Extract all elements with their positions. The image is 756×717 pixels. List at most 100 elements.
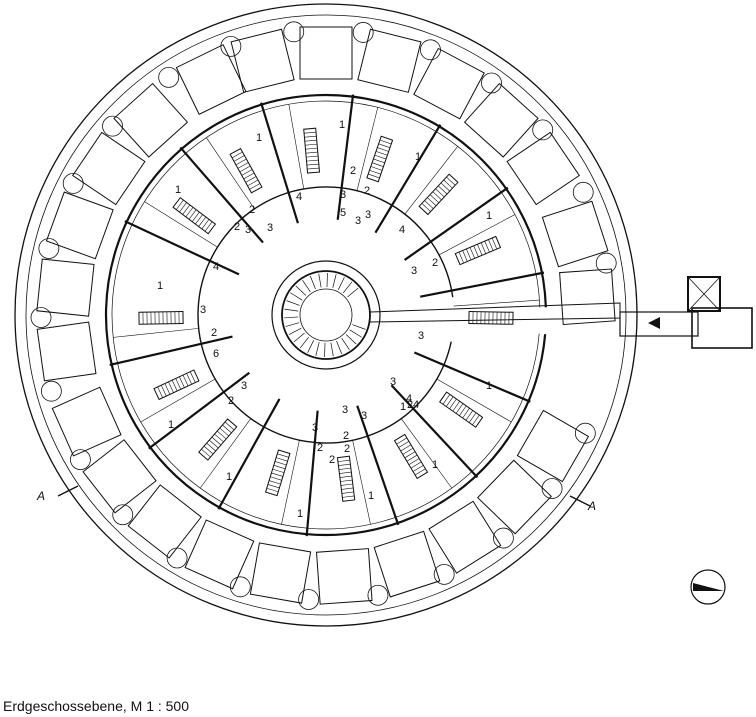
tree-icon	[158, 66, 180, 88]
parking-bay	[113, 82, 189, 158]
room-number-label: 3	[355, 215, 361, 227]
party-wall	[109, 335, 233, 367]
room-number-label: 3	[241, 380, 247, 392]
staircase-outline	[153, 369, 200, 401]
room-number-label: 2	[249, 204, 255, 216]
room-number-label: 2	[234, 221, 240, 233]
room-number-label: 1	[157, 280, 163, 292]
courtyard-ring-outer	[271, 260, 381, 370]
parking-spaces	[36, 26, 616, 605]
room-number-label: 1	[432, 459, 438, 471]
party-wall	[413, 351, 531, 403]
parking-bay	[559, 268, 616, 326]
party-wall	[336, 94, 355, 220]
staircase-outline	[468, 310, 514, 325]
entrance-ramp	[369, 302, 621, 323]
north-arrow-needle	[693, 583, 724, 591]
stair-tread	[472, 414, 480, 426]
room-number-label: 1	[486, 380, 492, 392]
section-line-right	[569, 495, 591, 507]
stair-tread	[160, 385, 167, 397]
parking-bay-outline	[357, 28, 422, 93]
stair-tread	[239, 165, 251, 173]
parking-bay	[357, 28, 422, 93]
spiral-tread	[295, 285, 307, 296]
stair-tread	[375, 151, 388, 156]
room-number-label: 3	[312, 422, 318, 434]
stair-tread	[477, 244, 483, 256]
stair-tread	[235, 158, 247, 166]
parking-bay-outline	[476, 459, 552, 535]
stair-tread	[222, 424, 232, 434]
tree-icon	[572, 181, 594, 203]
stair-tread	[412, 465, 424, 472]
stair-tread	[338, 467, 351, 470]
room-number-label: 3	[411, 265, 417, 277]
party-wall	[179, 146, 264, 244]
parking-bay-outline	[113, 82, 189, 158]
stair-tread	[421, 203, 431, 212]
entrance-ramp	[369, 276, 753, 349]
stair-tread	[206, 442, 216, 452]
stair-tread	[219, 427, 230, 437]
stair-tread	[484, 240, 490, 253]
stair-tread	[182, 374, 189, 387]
stair-tread	[462, 250, 468, 262]
stair-tread	[369, 169, 381, 175]
parking-bay-outline	[428, 500, 502, 574]
stair-tread	[338, 463, 351, 466]
spiral-tread	[341, 338, 350, 351]
parking-bay-outline	[315, 548, 373, 605]
stair-tread	[368, 173, 380, 179]
staircase	[418, 173, 459, 216]
room-number-label: 6	[213, 348, 219, 360]
interior-wall	[400, 418, 453, 489]
room-number-label: 1	[486, 210, 492, 222]
spiral-tread	[284, 308, 299, 312]
stair-tread	[245, 176, 257, 183]
site-boundary-outer	[14, 3, 638, 627]
spiral-tread	[332, 274, 337, 288]
tree-icon	[433, 563, 455, 585]
staircase-outline	[393, 433, 429, 480]
stair-tread	[342, 495, 355, 498]
room-number-label: 3	[245, 224, 251, 236]
spiral-tread	[284, 316, 299, 319]
room-number-label: 2	[432, 257, 438, 269]
stair-tread	[304, 139, 317, 142]
interior-wall	[352, 440, 371, 525]
stair-tread	[191, 211, 200, 222]
party-wall	[305, 410, 319, 537]
stair-tread	[231, 151, 243, 159]
stair-tread	[276, 457, 288, 462]
outer-ring-wall	[104, 93, 547, 537]
room-number-label: 3	[365, 209, 371, 221]
tree-icon	[70, 449, 91, 471]
spiral-tread	[337, 277, 345, 290]
stair-tread	[373, 158, 385, 164]
tree-icon	[574, 422, 596, 444]
party-wall	[404, 186, 509, 261]
parking-bay-outline	[559, 268, 616, 326]
room-number-label: 1	[226, 471, 232, 483]
stair-tread	[157, 386, 163, 398]
staircase	[264, 449, 291, 497]
stair-tread	[305, 147, 318, 150]
stair-tread	[442, 394, 451, 405]
interior-wall	[206, 137, 255, 210]
stair-tread	[424, 200, 434, 209]
stair-tread	[241, 169, 253, 176]
stair-tread	[435, 188, 445, 198]
room-number-label: 4	[213, 261, 219, 273]
stair-tread	[168, 381, 174, 393]
stair-tread	[440, 182, 450, 192]
staircase-outline	[138, 310, 184, 325]
stair-tread	[371, 162, 384, 167]
parking-bay-outline	[299, 26, 353, 80]
spiral-tread	[345, 334, 357, 345]
stair-tread	[182, 204, 191, 215]
spiral-tread	[330, 342, 334, 357]
staircase-outline	[198, 418, 238, 461]
stair-tread	[266, 487, 279, 493]
